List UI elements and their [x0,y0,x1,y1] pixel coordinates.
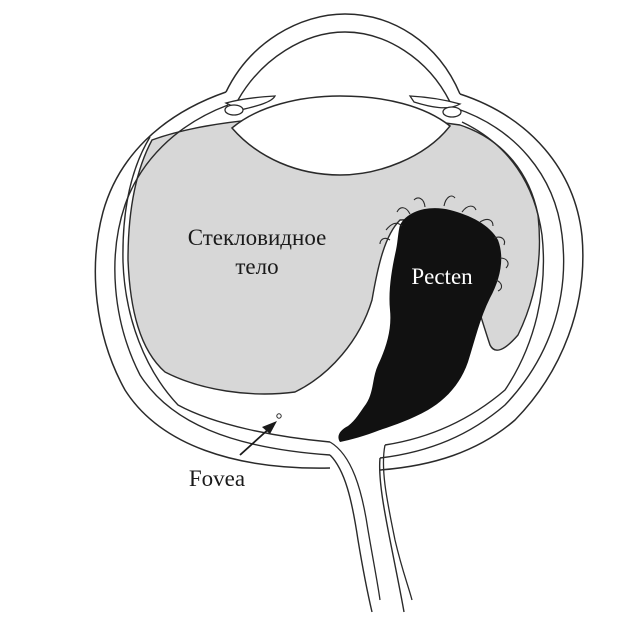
sclera-outline [94,91,331,469]
choroid-outline-right [379,107,565,459]
retina-inner-line-right [384,121,545,446]
iris-right [408,95,462,109]
cornea-inner [237,31,451,103]
pecten-hairs [379,195,509,292]
ciliary-body-left [224,104,244,116]
pecten [338,208,502,442]
optic-nerve-right-outer [378,457,405,613]
fovea-label: Fovea [189,466,245,491]
choroid-outline [114,104,331,456]
vitreous-label-line1: Стекловидное [188,225,327,250]
optic-nerve-left [329,454,373,613]
optic-nerve-left-inner [329,441,381,601]
pecten-label: Pecten [411,264,473,289]
lens [230,95,452,176]
fovea-pit [276,413,282,419]
cornea-outer [225,13,461,95]
vitreous-label-line2: тело [235,254,278,279]
optic-nerve-right [382,444,413,601]
ciliary-body-right [442,106,462,118]
fovea-arrow-head [262,421,277,434]
sclera-outline-right [379,93,584,471]
